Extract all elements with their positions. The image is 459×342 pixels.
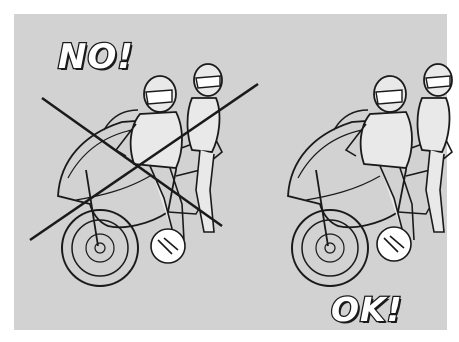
right-motorcycle-scene bbox=[288, 64, 452, 286]
ok-label: OK! bbox=[331, 293, 403, 326]
no-label: NO! bbox=[58, 40, 134, 74]
left-motorcycle-scene bbox=[30, 64, 258, 286]
footrest-callout-left bbox=[151, 229, 185, 263]
cross-out-icon bbox=[30, 84, 258, 240]
footrest-callout-right bbox=[377, 227, 411, 261]
